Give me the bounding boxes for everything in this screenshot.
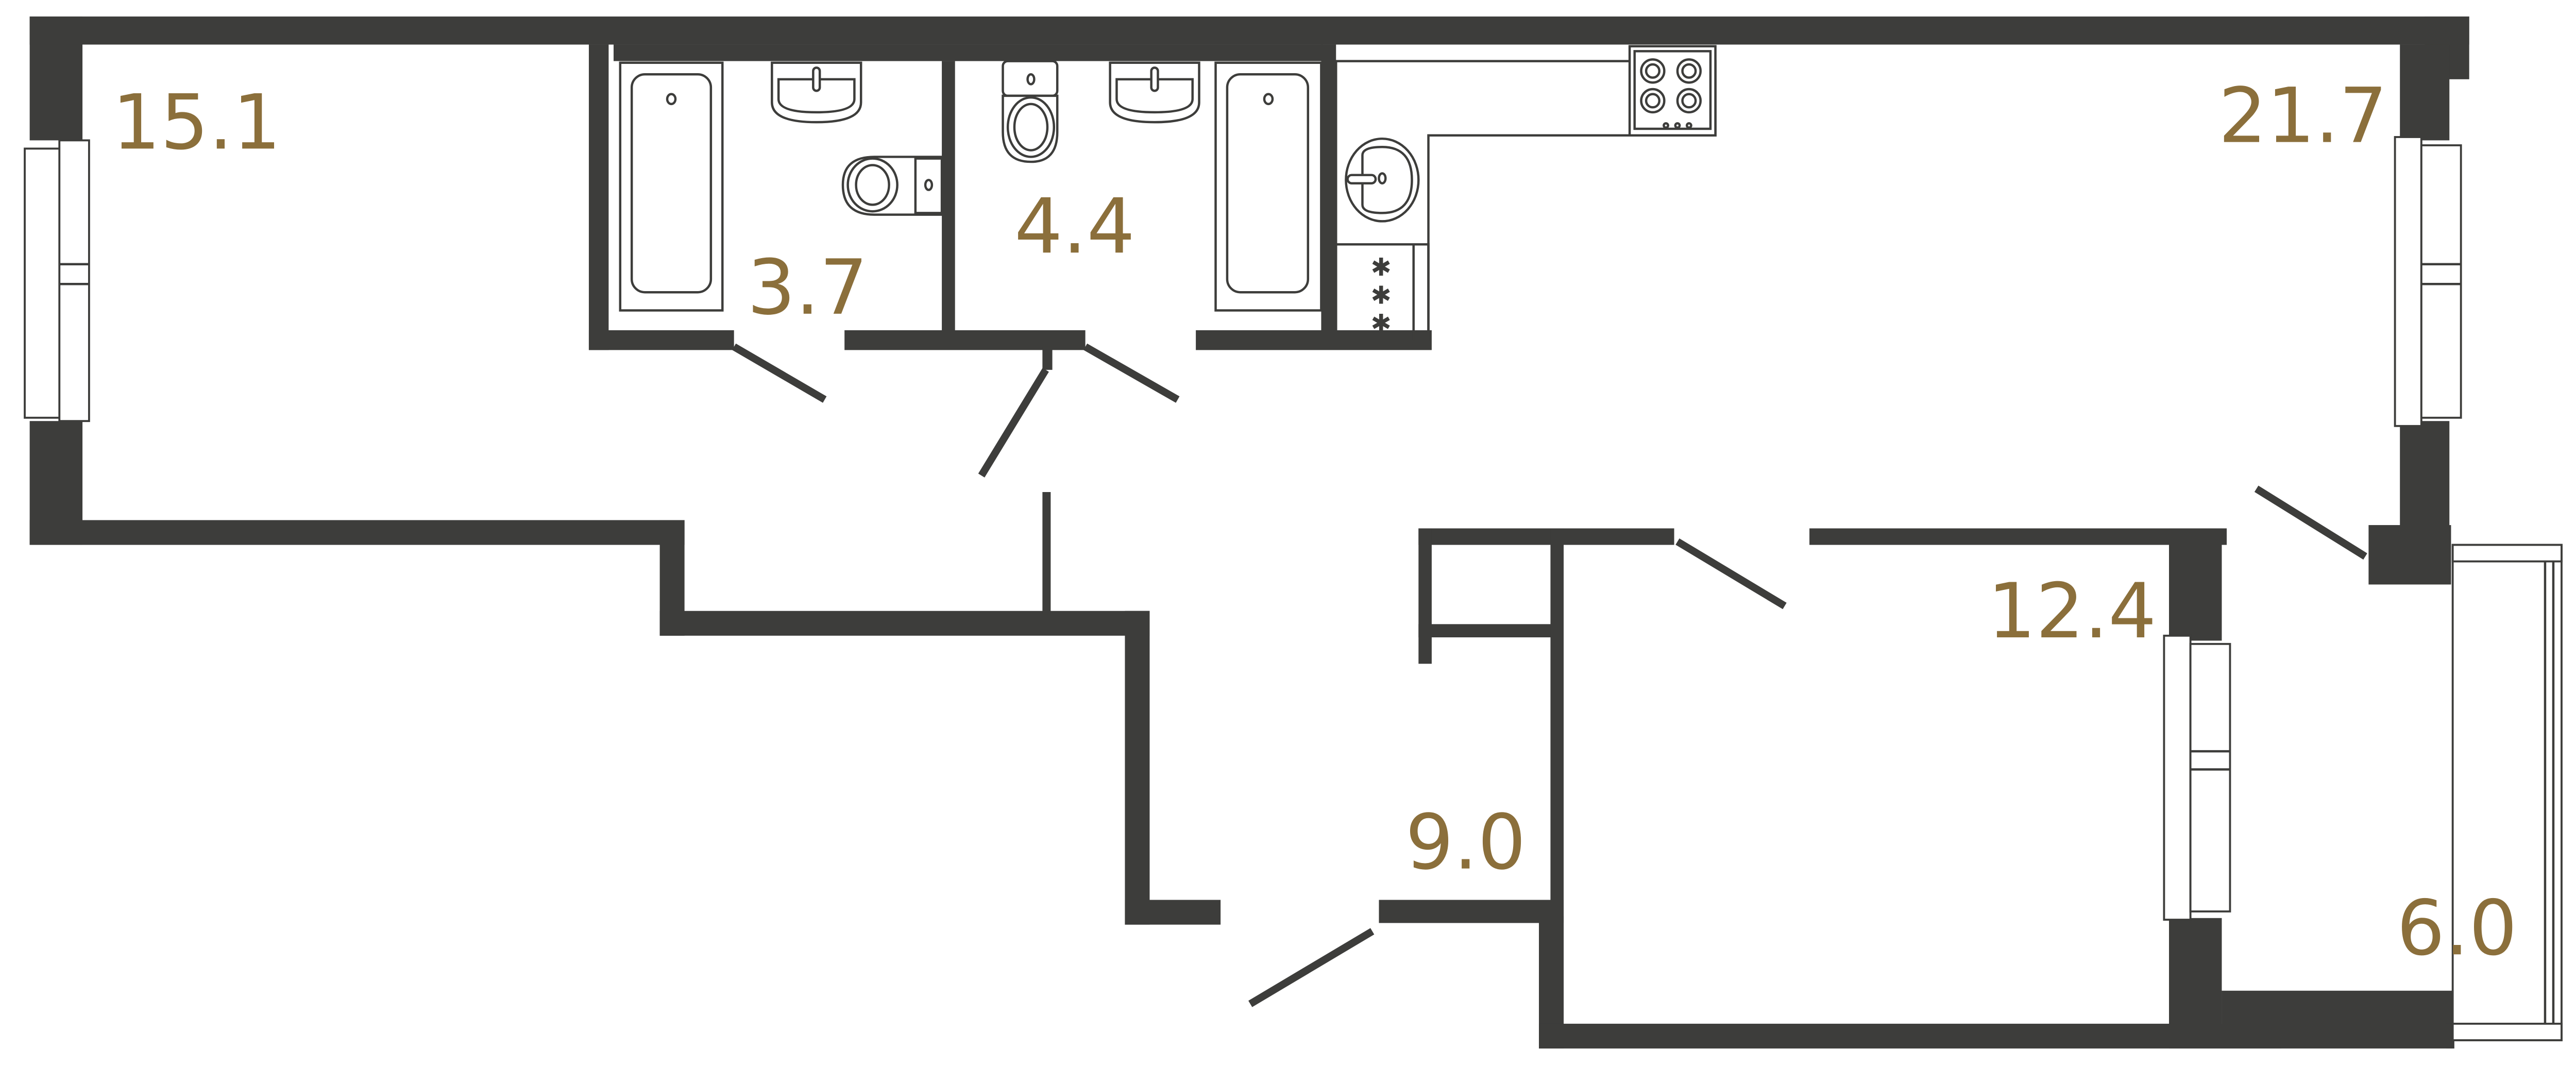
area-label-balcony: 6.0 <box>2397 884 2517 972</box>
area-label-hallway: 9.0 <box>1405 798 1526 887</box>
window-left <box>24 139 90 422</box>
toilet-icon <box>1002 60 1059 163</box>
door-bath-1 <box>732 343 827 403</box>
window-bedroom <box>2163 634 2231 921</box>
windows <box>24 136 2563 1041</box>
kitchen-sink-icon <box>1345 137 1420 223</box>
door-entrance <box>1248 928 1375 1007</box>
sink-icon <box>1109 61 1200 124</box>
toilet-icon <box>841 156 943 216</box>
walls <box>29 16 2469 1049</box>
balcony-glazing <box>2451 544 2563 1041</box>
bathtub-icon <box>1214 61 1323 312</box>
bathtub-icon <box>619 61 724 312</box>
door-bedroom <box>1675 538 1787 610</box>
door-living-left <box>978 368 1049 478</box>
door-bath-2 <box>1083 343 1180 403</box>
bathroom-1-fixtures <box>619 61 943 312</box>
doors <box>732 343 2367 1007</box>
svg-text:✱: ✱ <box>1370 253 1391 282</box>
bathroom-2-fixtures <box>1002 60 1323 312</box>
dishwasher-icon: ✱ ✱ ✱ <box>1334 243 1430 342</box>
area-label-living-left: 15.1 <box>112 78 281 166</box>
room-labels: 15.1 3.7 4.4 21.7 12.4 9.0 6.0 <box>112 72 2517 973</box>
area-label-kitchen-living: 21.7 <box>2218 72 2387 160</box>
cooktop-icon <box>1628 45 1717 137</box>
window-right-kitchen <box>2394 136 2462 427</box>
sink-icon <box>771 61 862 124</box>
area-label-bedroom: 12.4 <box>1988 567 2157 655</box>
area-label-bathroom-2: 4.4 <box>1014 182 1135 271</box>
area-label-bathroom-1: 3.7 <box>747 243 868 332</box>
door-balcony <box>2254 485 2367 560</box>
svg-text:✱: ✱ <box>1370 309 1391 338</box>
svg-text:✱: ✱ <box>1370 281 1391 310</box>
kitchen-fixtures: ✱ ✱ ✱ <box>1334 45 1717 342</box>
